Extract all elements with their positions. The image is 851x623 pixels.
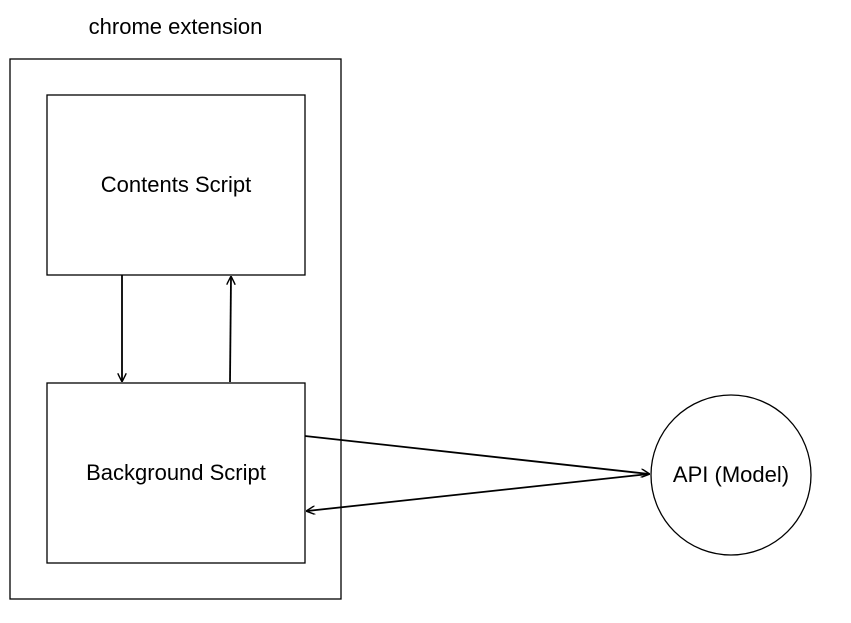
api-model-label: API (Model) [672,462,790,487]
arrow-background-to-contents [230,277,231,383]
api-model-circle [650,394,812,556]
contents-script-box [46,94,306,276]
background-script-box [46,382,306,564]
arrow-api-to-background [307,473,650,511]
chrome-extension-container [9,58,342,600]
arrow-background-to-api [304,435,649,474]
contents-script-label: Contents Script [100,172,252,197]
container-title: chrome extension [88,14,263,39]
background-script-label: Background Script [86,460,266,485]
